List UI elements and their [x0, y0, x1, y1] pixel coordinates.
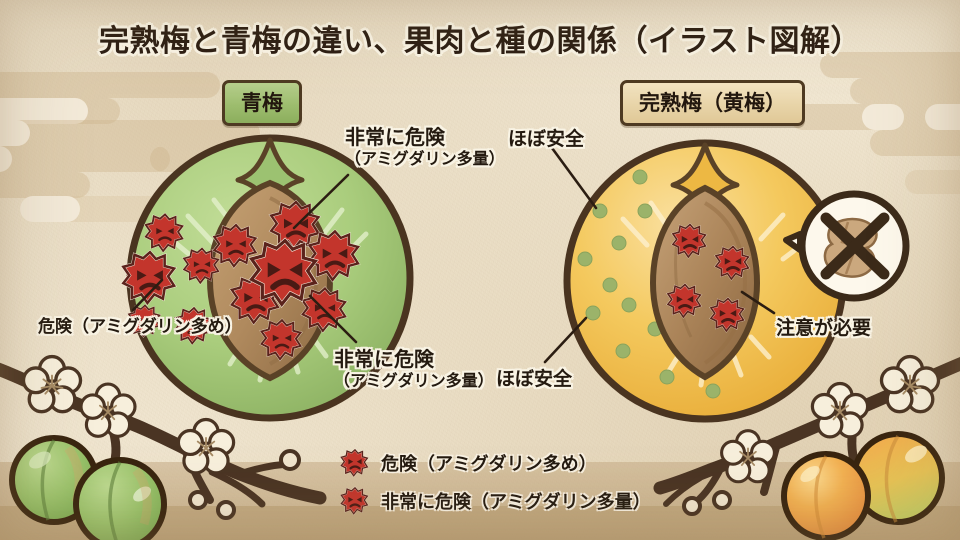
- legend-label-danger: 危険（アミグダリン多め）: [381, 454, 597, 475]
- callout-right-top-left: ほぼ安全: [508, 128, 585, 150]
- danger-icons-on-pit: [666, 222, 751, 333]
- danger-spiky-icon: [339, 448, 369, 478]
- branch-ripe-plums: [653, 350, 960, 540]
- legend: 危険（アミグダリン多め） 非常に危険（アミグダリン多量）: [339, 448, 651, 524]
- no-seed-speech-bubble: [782, 188, 922, 313]
- callout-left-bottom-right: 非常に危険 （アミグダリン多量）: [334, 347, 494, 390]
- callout-left-bottom-left: 危険（アミグダリン多め）: [38, 317, 242, 337]
- plum-blossom-6: [720, 429, 776, 484]
- branch-green-plums: [0, 352, 327, 540]
- danger-cluster-pit: [212, 199, 361, 362]
- callout-right-seed: 注意が必要: [776, 317, 872, 339]
- plum-blossom-3: [176, 417, 236, 475]
- badge-kanjukuume: 完熟梅（黄梅）: [620, 80, 805, 126]
- plum-blossom-4: [879, 354, 941, 414]
- legend-row-danger: 危険（アミグダリン多め）: [339, 448, 651, 478]
- legend-label-very-danger: 非常に危険（アミグダリン多量）: [381, 492, 651, 513]
- ripe-plum-fruit-2: [781, 451, 871, 540]
- plum-blossom-5: [810, 381, 870, 439]
- plum-blossom-2: [79, 382, 137, 438]
- cross-out-icon: [820, 212, 890, 280]
- badge-aoume: 青梅: [222, 80, 302, 126]
- callout-right-bottom-left: ほぼ安全: [496, 368, 573, 390]
- green-plum-fruit-2: [73, 457, 167, 540]
- plum-blossom-1: [21, 354, 83, 414]
- very-danger-spiky-icon: [339, 486, 369, 516]
- page-title: 完熟梅と青梅の違い、果肉と種の関係（イラスト図解）: [99, 24, 861, 59]
- callout-left-top-right: 非常に危険 （アミグダリン多量）: [345, 125, 505, 168]
- legend-row-very-danger: 非常に危険（アミグダリン多量）: [339, 486, 651, 516]
